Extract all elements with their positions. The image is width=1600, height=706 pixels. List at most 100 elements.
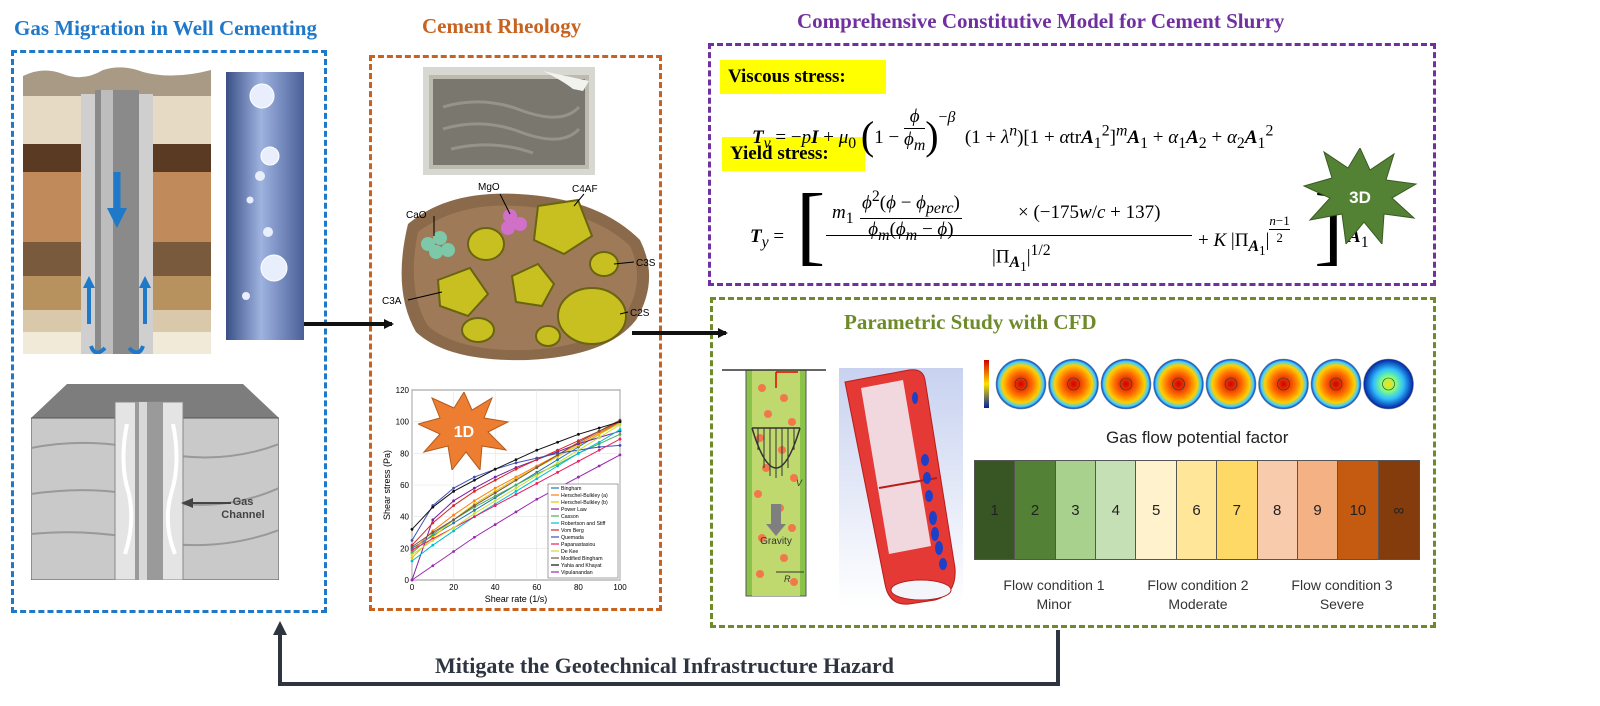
scale-cell-10: 10 bbox=[1338, 461, 1379, 559]
legend-entry-9: De Kee bbox=[561, 549, 578, 555]
wellbore-cross-section-illustration bbox=[23, 67, 211, 354]
legend-entry-8: Papanastasiou bbox=[561, 542, 595, 548]
badge-3d-label: 3D bbox=[1349, 188, 1371, 207]
series-point-5 bbox=[556, 464, 559, 468]
scale-cell-4: 4 bbox=[1096, 461, 1137, 559]
c2s-label: C2S bbox=[630, 308, 650, 319]
series-point-3 bbox=[431, 518, 435, 522]
scale-cell-1: 1 bbox=[975, 461, 1016, 559]
badge-1d-label: 1D bbox=[454, 424, 474, 441]
contour-plot-core-7 bbox=[1329, 377, 1343, 391]
rheology-xaxis-label: Shear rate (1/s) bbox=[485, 594, 548, 604]
series-point-9 bbox=[597, 436, 601, 439]
rheology-y-tick-label: 120 bbox=[396, 386, 410, 395]
series-point-11 bbox=[452, 489, 455, 493]
series-point-10 bbox=[410, 545, 414, 549]
rheology-x-tick-label: 20 bbox=[449, 583, 458, 592]
cement-microstructure-illustration: MgO C4AF CaO C3S C3A C2S bbox=[382, 182, 656, 361]
series-point-5 bbox=[431, 543, 435, 547]
legend-entry-11: Yahia and Khayat bbox=[561, 563, 602, 569]
series-point-9 bbox=[514, 486, 518, 490]
badge-3d: 3D bbox=[1302, 148, 1418, 244]
flow-condition-2-level: Moderate bbox=[1168, 596, 1228, 612]
arrow-feedback-loop bbox=[273, 621, 1060, 686]
mgo-label: MgO bbox=[478, 182, 500, 193]
series-point-2 bbox=[410, 556, 414, 560]
parametric-study-panel bbox=[710, 297, 1436, 628]
series-point-3 bbox=[452, 499, 455, 503]
series-point-10 bbox=[597, 429, 601, 433]
series-point-11 bbox=[556, 440, 559, 444]
contour-plot-core-4 bbox=[1172, 377, 1185, 391]
series-point-5 bbox=[410, 559, 414, 563]
constitutive-model-title: Comprehensive Constitutive Model for Cem… bbox=[797, 9, 1285, 33]
scale-cell-8: 8 bbox=[1257, 461, 1298, 559]
flow-condition-2-title: Flow condition 2 bbox=[1147, 577, 1249, 593]
series-point-10 bbox=[577, 440, 580, 444]
series-point-11 bbox=[431, 505, 435, 509]
series-point-7 bbox=[618, 444, 622, 447]
series-point-7 bbox=[410, 539, 414, 542]
contour-plot-core-3 bbox=[1119, 377, 1133, 391]
contour-plot-8 bbox=[1363, 358, 1414, 410]
series-point-1 bbox=[452, 513, 455, 517]
series-point-5 bbox=[514, 489, 518, 493]
flow-condition-3-level: Severe bbox=[1319, 596, 1365, 612]
series-point-7 bbox=[597, 445, 601, 449]
rheology-legend-box bbox=[547, 483, 619, 579]
series-point-12 bbox=[535, 497, 539, 501]
legend-entry-6: Vom Berg bbox=[561, 528, 584, 534]
rheology-y-tick-label: 40 bbox=[400, 513, 409, 522]
series-point-5 bbox=[452, 529, 455, 533]
series-point-10 bbox=[493, 491, 497, 495]
series-point-9 bbox=[431, 539, 435, 542]
series-point-10 bbox=[452, 518, 455, 522]
scale-cell-11: ∞ bbox=[1378, 461, 1419, 559]
legend-entry-0: Bingham bbox=[561, 486, 581, 492]
series-point-5 bbox=[535, 477, 539, 481]
contour-plot-6 bbox=[1258, 358, 1309, 410]
contour-plot-3 bbox=[1100, 358, 1152, 410]
gas-migration-title: Gas Migration in Well Cementing bbox=[14, 16, 317, 40]
rheology-y-tick-label: 80 bbox=[400, 449, 409, 458]
contour-plot-core-8 bbox=[1382, 377, 1395, 391]
gas-channel-block-illustration: Gas Channel bbox=[31, 384, 279, 580]
series-point-10 bbox=[514, 478, 518, 482]
series-point-10 bbox=[535, 466, 539, 469]
contour-plot-core-5 bbox=[1224, 377, 1238, 391]
series-point-8 bbox=[535, 482, 539, 485]
series-point-11 bbox=[535, 448, 539, 452]
series-point-7 bbox=[452, 486, 455, 490]
series-point-8 bbox=[473, 515, 476, 519]
gas-channel-label-line2: Channel bbox=[221, 509, 264, 521]
series-point-12 bbox=[577, 475, 580, 479]
cfd-3d-annulus-render bbox=[839, 368, 963, 606]
series-point-9 bbox=[452, 526, 455, 530]
scale-cell-7: 7 bbox=[1217, 461, 1258, 559]
series-point-7 bbox=[514, 461, 518, 465]
legend-entry-4: Casson bbox=[561, 514, 579, 520]
series-point-8 bbox=[597, 448, 601, 452]
series-point-6 bbox=[556, 448, 559, 452]
viscous-stress-label: Viscous stress: bbox=[720, 60, 886, 94]
series-point-8 bbox=[556, 470, 559, 474]
series-point-5 bbox=[577, 451, 580, 455]
series-point-5 bbox=[618, 428, 622, 431]
cement-rheology-title: Cement Rheology bbox=[422, 14, 582, 38]
series-point-6 bbox=[473, 489, 476, 493]
series-point-2 bbox=[597, 432, 601, 436]
series-point-3 bbox=[493, 475, 497, 479]
series-point-12 bbox=[493, 523, 497, 526]
series-point-4 bbox=[514, 483, 518, 487]
series-point-4 bbox=[618, 432, 622, 436]
gravity-label: Gravity bbox=[760, 536, 792, 547]
flow-condition-1-title: Flow condition 1 bbox=[1003, 577, 1105, 593]
rheology-yaxis-label: Shear stress (Pa) bbox=[382, 450, 392, 520]
series-point-9 bbox=[473, 512, 476, 515]
c3s-label: C3S bbox=[636, 258, 656, 269]
series-point-9 bbox=[410, 553, 414, 557]
series-point-10 bbox=[556, 453, 559, 457]
viscous-stress-equation: Tv = −pI + μ0 (1 − ϕ ϕm )−β (1 + λn)[1 +… bbox=[752, 106, 1274, 158]
legend-entry-12: Vipulanandan bbox=[561, 570, 593, 576]
